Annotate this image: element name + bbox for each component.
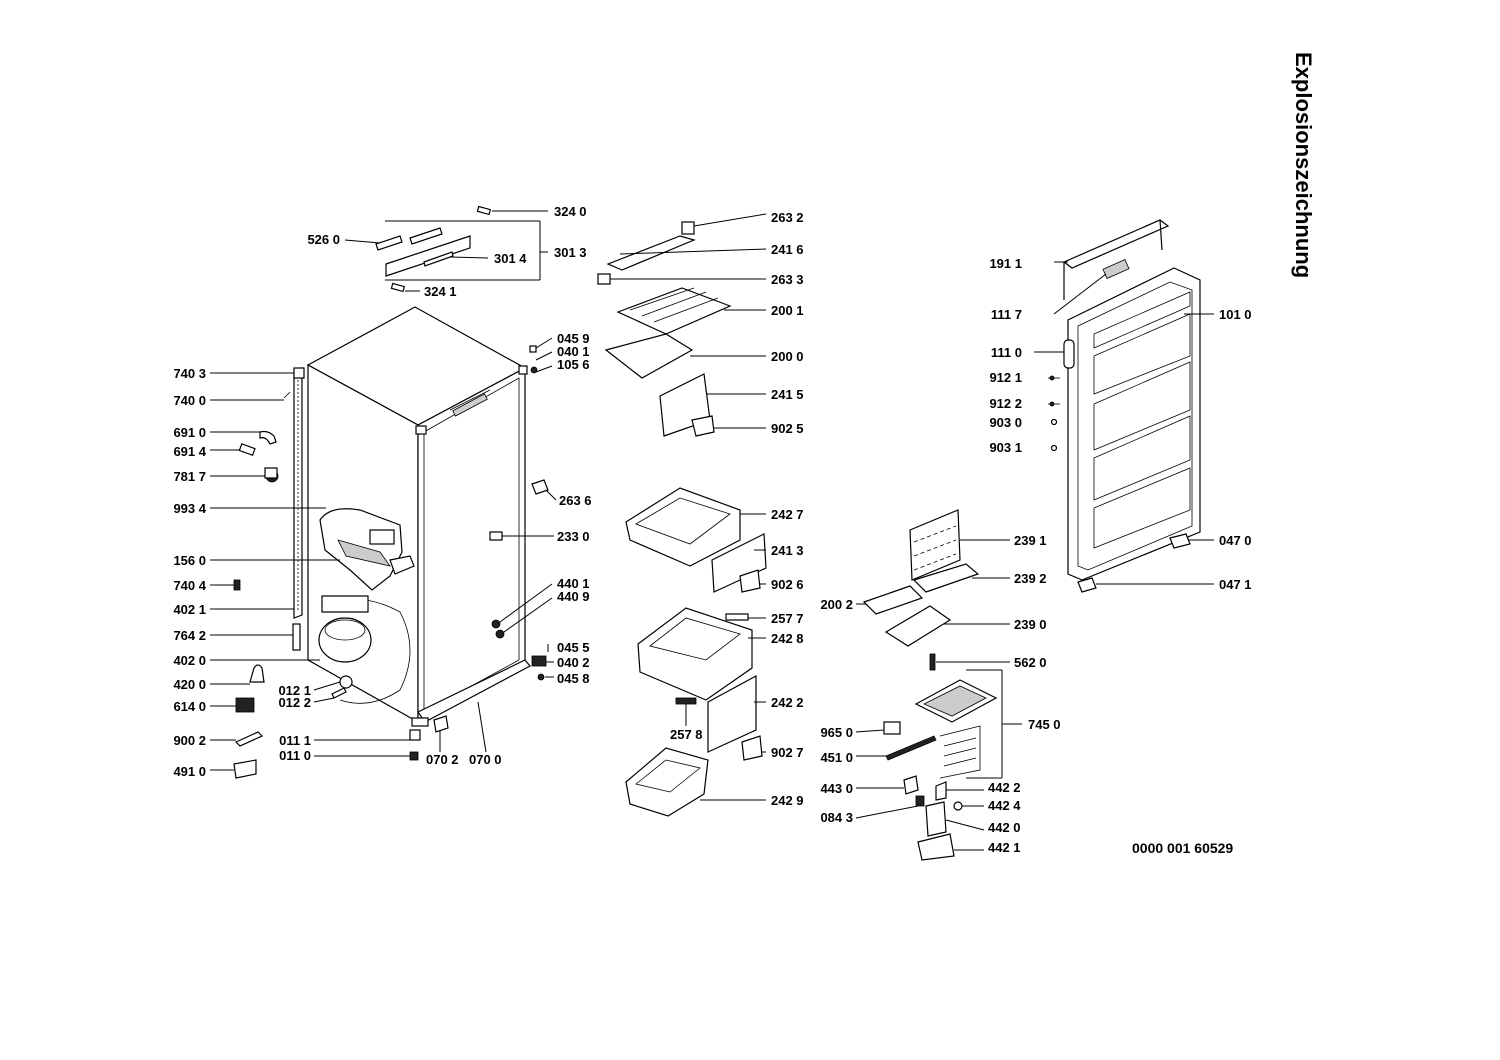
label-0700: 070 0 [469,752,502,767]
label-0471: 047 1 [1219,577,1252,592]
label-7817: 781 7 [173,469,206,484]
label-9121: 912 1 [989,370,1022,385]
label-0459: 045 9 [557,331,590,346]
label-9026: 902 6 [771,577,804,592]
label-4421: 442 1 [988,840,1021,855]
label-3240: 324 0 [554,204,587,219]
label-0702: 070 2 [426,752,459,767]
label-2002: 200 2 [820,597,853,612]
label-0470: 047 0 [1219,533,1252,548]
diagram-title: Explosionszeichnung [1291,52,1316,278]
label-0843: 084 3 [820,810,853,825]
label-2415: 241 5 [771,387,804,402]
label-0401: 040 1 [557,344,590,359]
label-4424: 442 4 [988,798,1021,813]
label-9027: 902 7 [771,745,804,760]
label-0110: 011 0 [279,748,311,763]
label-2001: 200 1 [771,303,804,318]
label-3241: 324 1 [424,284,457,299]
label-2413: 241 3 [771,543,804,558]
label-9030: 903 0 [989,415,1022,430]
label-1911: 191 1 [989,256,1022,271]
label-6914: 691 4 [173,444,206,459]
top-panel-group [344,205,548,293]
label-5260: 526 0 [307,232,340,247]
label-5620: 562 0 [1014,655,1047,670]
document-number: 0000 001 60529 [1132,840,1233,856]
label-2416: 241 6 [771,242,804,257]
label-7450: 745 0 [1028,717,1061,732]
label-0121: 012 1 [278,683,311,698]
left-parts [210,367,487,779]
label-4021: 402 1 [173,602,206,617]
label-3014: 301 4 [494,251,527,266]
label-4910: 491 0 [173,764,206,779]
label-4200: 420 0 [173,677,206,692]
label-1117: 111 7 [991,307,1022,322]
label-2578: 257 8 [670,727,703,742]
evaporator-group [855,509,1022,861]
door-assembly [1034,219,1214,593]
label-7404: 740 4 [173,578,206,593]
label-2390: 239 0 [1014,617,1047,632]
label-2330: 233 0 [557,529,590,544]
label-1056: 105 6 [557,357,590,372]
label-2392: 239 2 [1014,571,1047,586]
label-0111: 011 1 [279,733,311,748]
label-7400: 740 0 [173,393,206,408]
label-6140: 614 0 [173,699,206,714]
label-4409: 440 9 [557,589,590,604]
label-0455: 045 5 [557,640,590,655]
label-9002: 900 2 [173,733,206,748]
label-2633: 263 3 [771,272,804,287]
label-9122: 912 2 [989,396,1022,411]
label-4422: 442 2 [988,780,1021,795]
label-0122: 012 2 [278,695,311,710]
label-4430: 443 0 [820,781,853,796]
label-2636: 263 6 [559,493,592,508]
label-2577: 257 7 [771,611,804,626]
label-9025: 902 5 [771,421,804,436]
label-4510: 451 0 [820,750,853,765]
label-2000: 200 0 [771,349,804,364]
label-9934: 993 4 [173,501,206,516]
label-1010: 101 0 [1219,307,1252,322]
label-4420: 442 0 [988,820,1021,835]
shelves-and-drawers [597,213,767,817]
label-6910: 691 0 [173,425,206,440]
label-2391: 239 1 [1014,533,1047,548]
label-9650: 965 0 [820,725,853,740]
label-7642: 764 2 [173,628,206,643]
label-4401: 440 1 [557,576,590,591]
label-2428: 242 8 [771,631,804,646]
label-1560: 156 0 [173,553,206,568]
label-0458: 045 8 [557,671,590,686]
label-2429: 242 9 [771,793,804,808]
label-2632: 263 2 [771,210,804,225]
label-4020: 402 0 [173,653,206,668]
label-3013: 301 3 [554,245,587,260]
label-0402: 040 2 [557,655,590,670]
label-1110: 111 0 [991,345,1022,360]
label-7403: 740 3 [173,366,206,381]
label-2422: 242 2 [771,695,804,710]
label-2427: 242 7 [771,507,804,522]
cabinet-right-parts [489,337,557,681]
label-9031: 903 1 [989,440,1022,455]
